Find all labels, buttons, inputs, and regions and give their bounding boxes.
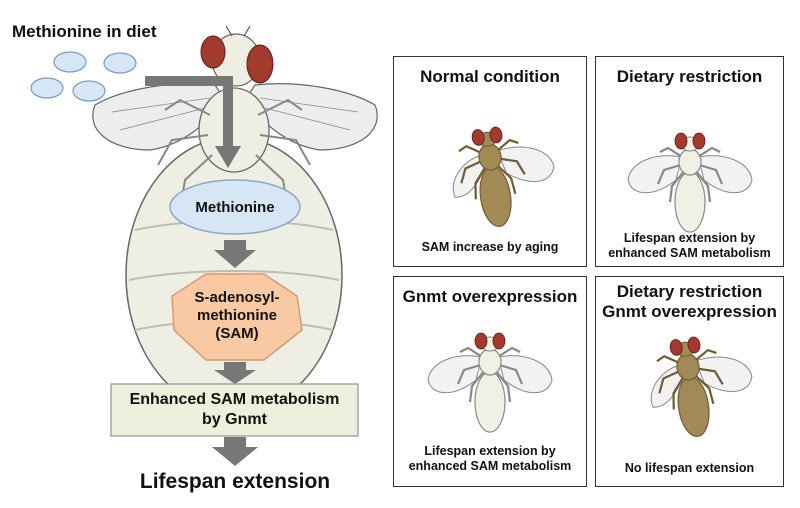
fly-wing-right bbox=[694, 356, 753, 393]
methionine-node bbox=[169, 179, 301, 235]
panel-normal-condition: Normal condition SAM increase by aging bbox=[393, 56, 587, 267]
arrow-sam-to-gnmt bbox=[214, 362, 256, 384]
panel-title: Normal condition bbox=[420, 67, 560, 86]
fly-wing-left bbox=[627, 155, 683, 194]
fly-eye-right bbox=[492, 332, 506, 350]
fly-illustration bbox=[627, 132, 753, 233]
fly-wing-left bbox=[427, 355, 483, 394]
fly-drawing bbox=[650, 336, 753, 437]
fly-eye-left bbox=[474, 332, 488, 350]
panel-dr-and-gnmt: Dietary restriction Gnmt overexpression … bbox=[595, 276, 784, 487]
sam-node bbox=[171, 273, 303, 361]
fly-eye-left bbox=[669, 339, 683, 356]
fly-illustration bbox=[427, 332, 553, 433]
fly-thorax bbox=[678, 148, 702, 176]
panel-caption-line1: Lifespan extension by bbox=[623, 231, 756, 245]
arrow-met-to-sam bbox=[214, 240, 256, 268]
fly-eye-left bbox=[674, 132, 688, 150]
fly-legs bbox=[456, 346, 524, 403]
food-pellets bbox=[30, 51, 137, 102]
panel-caption: No lifespan extension bbox=[624, 461, 755, 475]
fly-wing-right bbox=[497, 355, 553, 394]
diet-label: Methionine in diet bbox=[12, 22, 157, 41]
fly-drawing bbox=[452, 126, 555, 227]
fly-illustration bbox=[452, 126, 555, 227]
sam-label-line1: S-adenosyl- bbox=[194, 289, 280, 306]
fly-eye-right bbox=[489, 126, 503, 144]
fly-eye-right bbox=[692, 132, 706, 150]
outcome-label: Lifespan extension bbox=[139, 470, 331, 493]
methionine-label: Methionine bbox=[195, 199, 275, 216]
gnmt-label-line1: Enhanced SAM metabolism bbox=[129, 391, 340, 408]
sam-label-line3: (SAM) bbox=[215, 325, 259, 342]
panel-title-line1: Dietary restriction bbox=[616, 282, 763, 301]
fly-abdomen bbox=[474, 371, 506, 433]
panel-title: Gnmt overexpression bbox=[402, 287, 578, 306]
fly-wing-right bbox=[697, 155, 753, 194]
fly-drawing bbox=[627, 132, 753, 233]
panel-title-line2: Gnmt overexpression bbox=[602, 302, 777, 321]
panel-caption: SAM increase by aging bbox=[421, 240, 559, 254]
fly-eye-right bbox=[687, 336, 701, 354]
fly-abdomen bbox=[674, 171, 706, 233]
sam-label-line2: methionine bbox=[196, 307, 277, 324]
panel-caption-line2: enhanced SAM metabolism bbox=[608, 246, 771, 260]
panel-gnmt-overexpression: Gnmt overexpression Lifespan extension b… bbox=[393, 276, 587, 487]
fly-legs bbox=[458, 138, 526, 200]
fly-eye-left bbox=[471, 129, 485, 146]
panel-title: Dietary restriction bbox=[616, 67, 763, 86]
fly-legs bbox=[656, 146, 724, 203]
fly-legs bbox=[656, 348, 724, 410]
panel-caption-line1: Lifespan extension by bbox=[424, 444, 556, 458]
fly-thorax bbox=[478, 348, 502, 376]
panel-caption-line2: enhanced SAM metabolism bbox=[408, 459, 572, 473]
arrow-gnmt-to-lifespan bbox=[212, 437, 258, 466]
gnmt-box bbox=[110, 383, 359, 437]
gnmt-label-line2: by Gnmt bbox=[202, 411, 267, 428]
fly-wing-right bbox=[496, 146, 555, 183]
fly-illustration bbox=[650, 336, 753, 437]
fly-drawing bbox=[427, 332, 553, 433]
panel-dietary-restriction: Dietary restriction Lifespan extension b… bbox=[595, 56, 784, 267]
